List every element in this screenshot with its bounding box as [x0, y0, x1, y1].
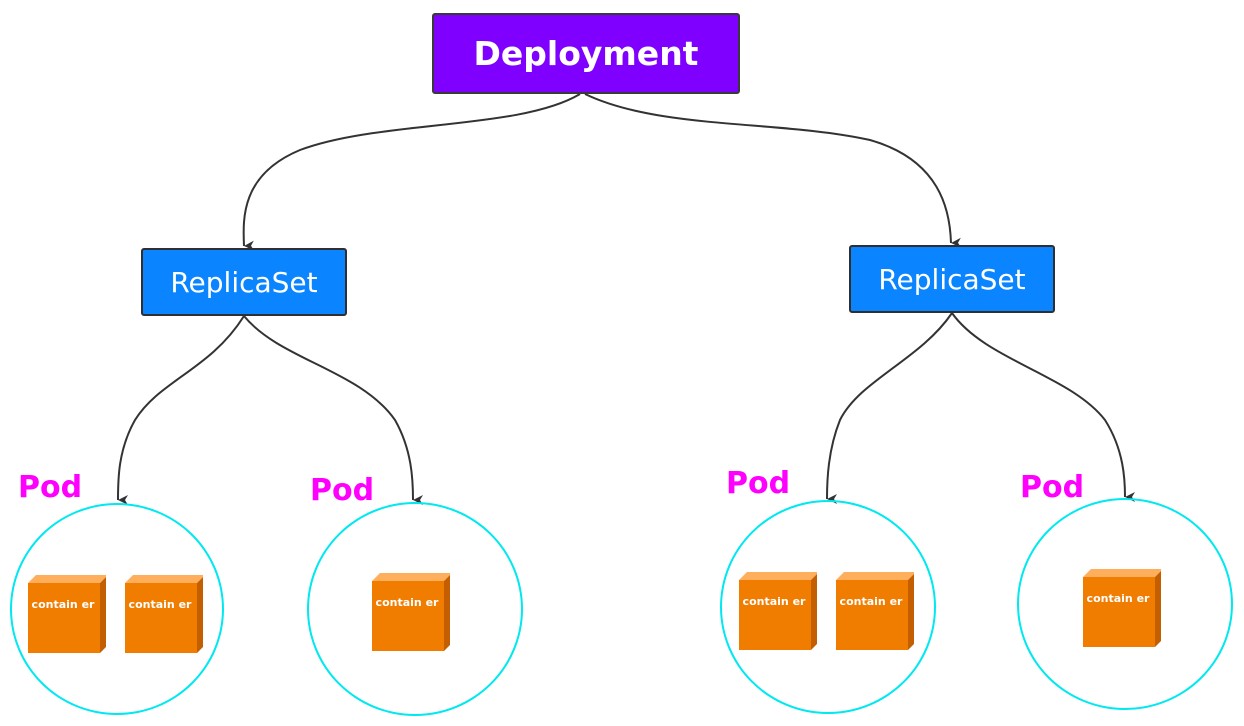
container-cube-icon: [739, 572, 817, 650]
pod-label: Pod: [726, 466, 791, 501]
pod-circle: [307, 502, 523, 716]
container-label: contain er: [839, 595, 903, 608]
container-cube: contain er: [739, 572, 817, 650]
container-label: contain er: [128, 598, 192, 611]
pod-circle: [720, 500, 936, 714]
container-label: contain er: [1086, 592, 1150, 605]
pod-circle: [1017, 498, 1233, 710]
container-cube: contain er: [125, 575, 203, 653]
arrow-replicaset-left-to-pod-1: [117, 315, 245, 506]
pod-label: Pod: [18, 470, 83, 505]
container-label: contain er: [375, 596, 439, 609]
container-label: contain er: [31, 598, 95, 611]
arrow-replicaset-right-to-pod-4: [951, 312, 1136, 502]
replicaset-label: ReplicaSet: [170, 265, 318, 299]
deployment-label: Deployment: [473, 34, 699, 73]
container-cube: contain er: [28, 575, 106, 653]
container-cube-icon: [1083, 569, 1161, 647]
replicaset-label: ReplicaSet: [878, 262, 1026, 296]
arrow-deployment-to-replicaset-right: [584, 93, 962, 248]
container-cube: contain er: [372, 573, 450, 651]
container-cube: contain er: [1083, 569, 1161, 647]
container-label: contain er: [742, 595, 806, 608]
deployment-node: Deployment: [432, 13, 740, 94]
replicaset-node-left: ReplicaSet: [141, 248, 347, 316]
arrow-replicaset-left-to-pod-2: [243, 315, 424, 505]
arrow-replicaset-right-to-pod-3: [826, 312, 953, 505]
pod-label: Pod: [310, 473, 375, 508]
arrow-deployment-to-replicaset-left: [242, 93, 581, 251]
container-cube-icon: [372, 573, 450, 651]
pod-label: Pod: [1020, 470, 1085, 505]
container-cube-icon: [125, 575, 203, 653]
pod-circle: [10, 503, 224, 715]
container-cube-icon: [28, 575, 106, 653]
container-cube-icon: [836, 572, 914, 650]
replicaset-node-right: ReplicaSet: [849, 245, 1055, 313]
container-cube: contain er: [836, 572, 914, 650]
